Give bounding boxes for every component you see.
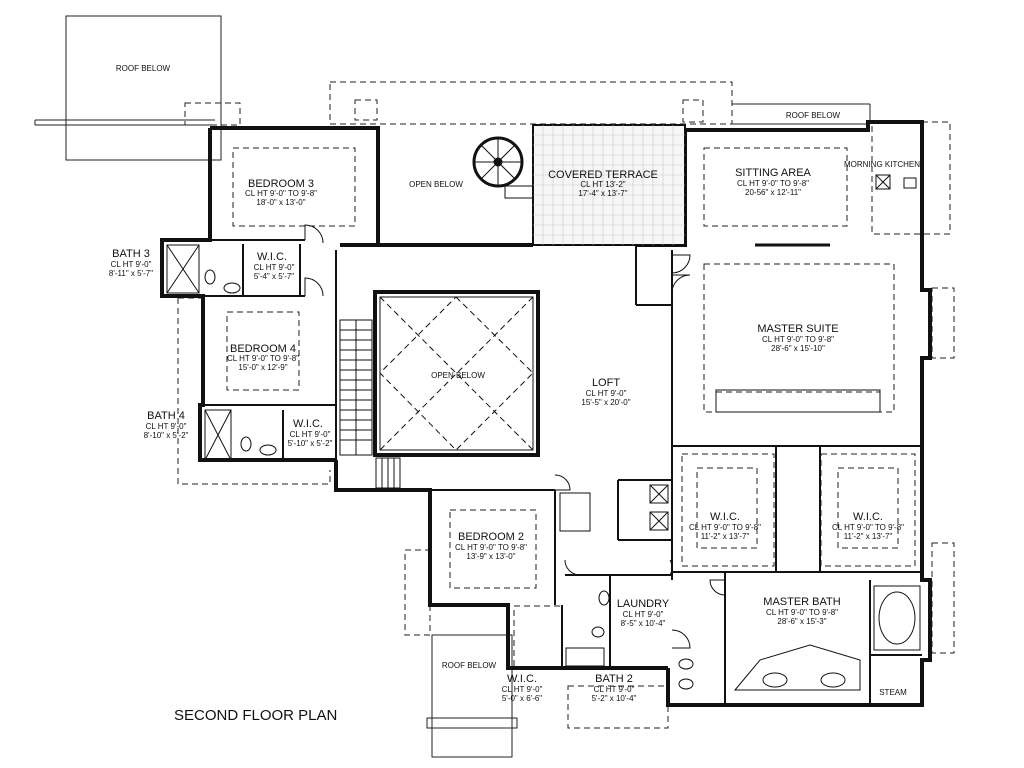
bedroom4-ceiling: CL HT 9'-0" TO 9'-8" bbox=[227, 354, 299, 363]
bedroom2-ceiling: CL HT 9'-0" TO 9'-8" bbox=[455, 543, 527, 552]
roof-below-label: ROOF BELOW bbox=[116, 64, 171, 73]
bath2-ceiling: CL HT 9'-0" bbox=[594, 685, 635, 694]
bath4-ceiling: CL HT 9'-0" bbox=[146, 422, 187, 431]
wic-master-right-size: 11'-2" x 13'-7" bbox=[844, 532, 893, 541]
bath3-size: 8'-11" x 5'-7" bbox=[109, 269, 153, 278]
wic4-size: 5'-10" x 5'-2" bbox=[288, 439, 333, 448]
sitting-area-size: 20-56" x 12'-11" bbox=[745, 188, 801, 197]
plan-title: SECOND FLOOR PLAN bbox=[174, 707, 337, 724]
sitting-area-name: SITTING AREA bbox=[735, 167, 811, 179]
master-bath-ceiling: CL HT 9'-0" TO 9'-8" bbox=[766, 608, 838, 617]
wic2-size: 5'-0" x 6'-6" bbox=[502, 694, 542, 703]
wic3-name: W.I.C. bbox=[257, 251, 287, 263]
wic4-name: W.I.C. bbox=[293, 418, 323, 430]
sitting-area-ceiling: CL HT 9'-0" TO 9'-8" bbox=[737, 179, 809, 188]
bath2-name: BATH 2 bbox=[595, 673, 633, 685]
room-labels: ROOF BELOW ROOF BELOW ROOF BELOW OPEN BE… bbox=[109, 64, 920, 724]
roof-below-label: ROOF BELOW bbox=[442, 661, 497, 670]
bedroom3-size: 18'-0" x 13'-0" bbox=[256, 198, 305, 207]
interior-walls bbox=[203, 239, 922, 705]
wic3-ceiling: CL HT 9'-0" bbox=[254, 263, 295, 272]
wic-master-left-ceiling: CL HT 9'-0" TO 9'-8" bbox=[689, 523, 761, 532]
roof-below-label: ROOF BELOW bbox=[786, 111, 841, 120]
bath2-size: 5'-2" x 10'-4" bbox=[592, 694, 637, 703]
open-below-label: OPEN BELOW bbox=[431, 371, 485, 380]
open-below-label: OPEN BELOW bbox=[409, 180, 463, 189]
bedroom3-ceiling: CL HT 9'-0" TO 9'-8" bbox=[245, 189, 317, 198]
wic-master-left-size: 11'-2" x 13'-7" bbox=[701, 532, 750, 541]
master-suite-size: 28'-6" x 15'-10" bbox=[771, 344, 825, 353]
loft-ceiling: CL HT 9'-0" bbox=[586, 389, 627, 398]
master-suite-name: MASTER SUITE bbox=[757, 323, 838, 335]
master-suite-ceiling: CL HT 9'-0" TO 9'-8" bbox=[762, 335, 834, 344]
bedroom3-name: BEDROOM 3 bbox=[248, 178, 314, 190]
wic-master-right-name: W.I.C. bbox=[853, 511, 883, 523]
laundry-name: LAUNDRY bbox=[617, 598, 670, 610]
loft-name: LOFT bbox=[592, 377, 620, 389]
bedroom4-size: 15'-0" x 12'-9" bbox=[238, 363, 287, 372]
covered-terrace-ceiling: CL HT 13'-2" bbox=[580, 180, 625, 189]
covered-terrace-name: COVERED TERRACE bbox=[548, 169, 658, 181]
loft-size: 15'-5" x 20'-0" bbox=[581, 398, 630, 407]
wic-master-left-name: W.I.C. bbox=[710, 511, 740, 523]
master-bath-size: 28'-6" x 15'-3" bbox=[777, 617, 826, 626]
covered-terrace-size: 17'-4" x 13'-7" bbox=[578, 189, 627, 198]
bath4-size: 8'-10" x 5'-2" bbox=[144, 431, 189, 440]
bath3-ceiling: CL HT 9'-0" bbox=[111, 260, 152, 269]
bedroom2-size: 13'-9" x 13'-0" bbox=[466, 552, 515, 561]
bath4-name: BATH 4 bbox=[147, 410, 185, 422]
spiral-stair bbox=[472, 136, 534, 199]
staircase bbox=[339, 319, 401, 489]
door-swings bbox=[304, 224, 726, 649]
wic4-ceiling: CL HT 9'-0" bbox=[290, 430, 331, 439]
laundry-ceiling: CL HT 9'-0" bbox=[623, 610, 664, 619]
bedroom4-name: BEDROOM 4 bbox=[230, 343, 296, 355]
bedroom2-name: BEDROOM 2 bbox=[458, 531, 524, 543]
wic2-name: W.I.C. bbox=[507, 673, 537, 685]
bath3-name: BATH 3 bbox=[112, 248, 150, 260]
wic3-size: 5'-4" x 5'-7" bbox=[254, 272, 294, 281]
bath-fixtures bbox=[166, 174, 921, 691]
master-bath-name: MASTER BATH bbox=[763, 596, 840, 608]
laundry-size: 8'-5" x 10'-4" bbox=[621, 619, 666, 628]
morning-kitchen-label: MORNING KITCHEN bbox=[844, 160, 920, 169]
wic-master-right-ceiling: CL HT 9'-0" TO 9'-8" bbox=[832, 523, 904, 532]
roof-outlines bbox=[34, 15, 871, 758]
atrium-open-below bbox=[373, 290, 540, 457]
wic2-ceiling: CL HT 9'-0" bbox=[502, 685, 543, 694]
covered-terrace-grid bbox=[532, 124, 686, 246]
steam-label: STEAM bbox=[879, 688, 907, 697]
